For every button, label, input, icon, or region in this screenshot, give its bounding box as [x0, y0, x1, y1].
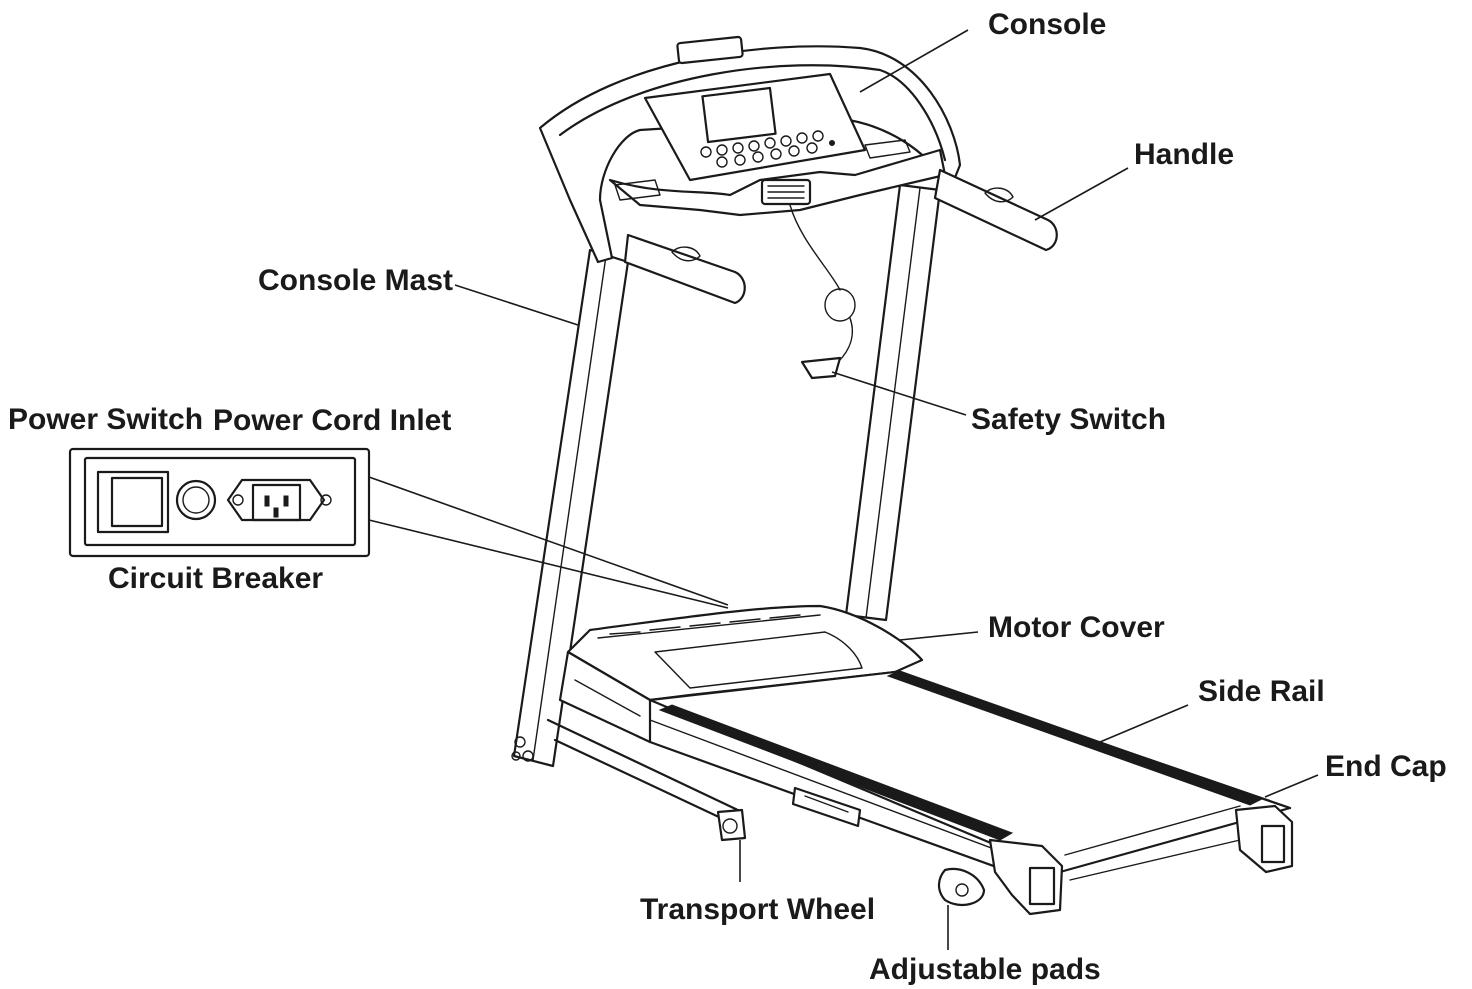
label-console-mast: Console Mast — [258, 264, 454, 297]
label-power-switch: Power Switch — [8, 403, 204, 436]
console-mast — [511, 183, 942, 768]
power-panel-inset — [68, 447, 371, 558]
leader-lines — [368, 29, 1319, 950]
vent-lines — [609, 614, 801, 635]
console-buttons — [700, 130, 835, 168]
handles — [623, 168, 1058, 305]
label-side-rail: Side Rail — [1198, 675, 1325, 708]
treadmill-deck — [546, 604, 1294, 916]
label-power-cord-inlet: Power Cord Inlet — [213, 404, 452, 437]
label-end-cap: End Cap — [1325, 750, 1447, 783]
label-safety-switch: Safety Switch — [971, 403, 1167, 436]
label-console: Console — [988, 8, 1107, 41]
label-transport-wheel: Transport Wheel — [640, 893, 876, 926]
label-adjustable-pads: Adjustable pads — [869, 953, 1101, 986]
console-head — [538, 35, 962, 264]
label-circuit-breaker: Circuit Breaker — [108, 562, 324, 595]
safety-key — [789, 204, 856, 380]
label-handle: Handle — [1134, 138, 1235, 171]
label-motor-cover: Motor Cover — [988, 611, 1165, 644]
